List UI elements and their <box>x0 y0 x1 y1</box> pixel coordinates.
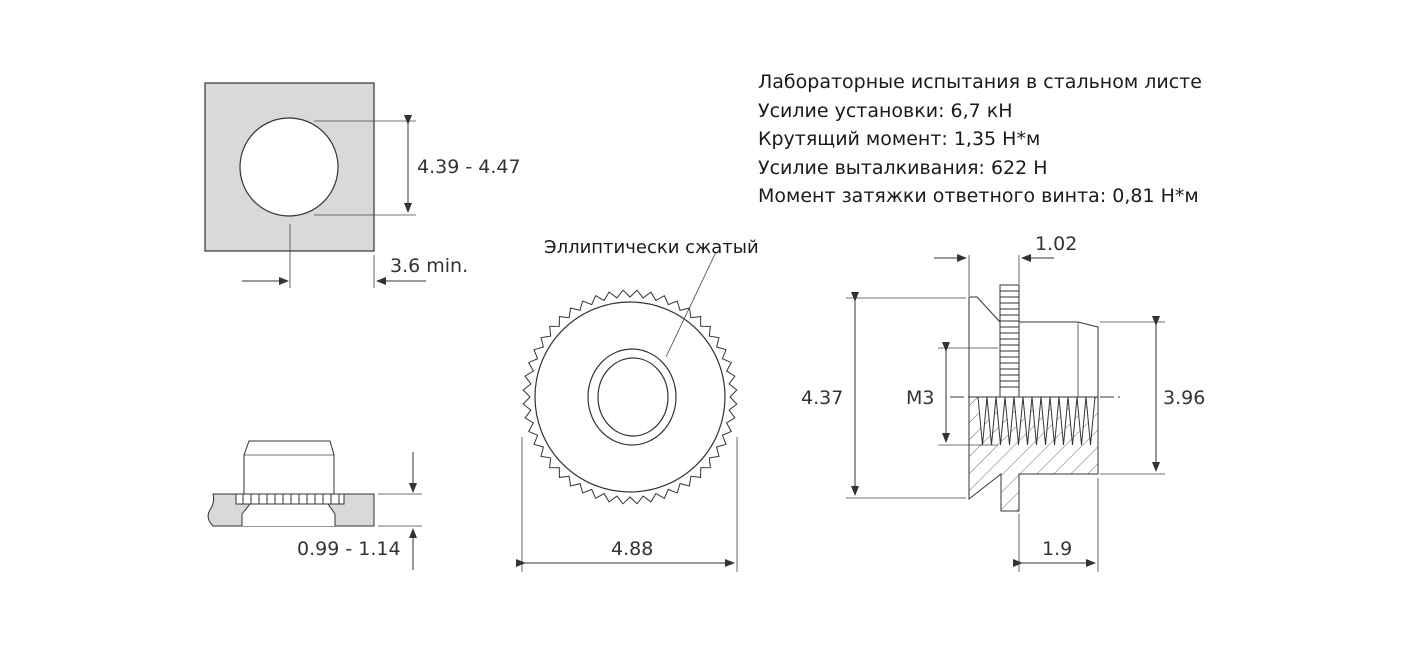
torque-line: Крутящий момент: 1,35 Н*м <box>758 128 1041 150</box>
elliptical-note: Эллиптически сжатый <box>544 237 759 258</box>
install-force-line: Усилие установки: 6,7 кН <box>758 99 1013 122</box>
hole-diameter-dim: 4.39 - 4.47 <box>417 156 521 178</box>
tightening-line: Момент затяжки ответного винта: 0,81 Н*м <box>758 185 1199 207</box>
installed-side-view: 0.99 - 1.14 <box>207 440 422 570</box>
pushout-line: Усилие выталкивания: 622 Н <box>758 156 1048 179</box>
shank-length-dim: 1.9 <box>1042 538 1072 560</box>
sheet-thickness-dim: 0.99 - 1.14 <box>297 538 401 560</box>
body-length-dim: 1.02 <box>1035 233 1077 255</box>
outer-diameter-dim: 4.88 <box>611 538 653 560</box>
body-diameter-dim: 3.96 <box>1163 387 1205 409</box>
sheet-top-view: 4.39 - 4.47 3.6 min. <box>204 82 521 288</box>
test-results-block: Лабораторные испытания в стальном листе … <box>758 68 1398 211</box>
specs-title: Лабораторные испытания в стальном листе <box>758 71 1202 93</box>
edge-distance-dim: 3.6 min. <box>390 255 468 277</box>
section-view: 1.02 4.37 M3 3.96 1.9 <box>801 233 1205 572</box>
thread-dim: M3 <box>906 387 934 409</box>
front-view: Эллиптически сжатый 4.88 <box>516 237 759 572</box>
flange-diameter-dim: 4.37 <box>801 387 843 409</box>
